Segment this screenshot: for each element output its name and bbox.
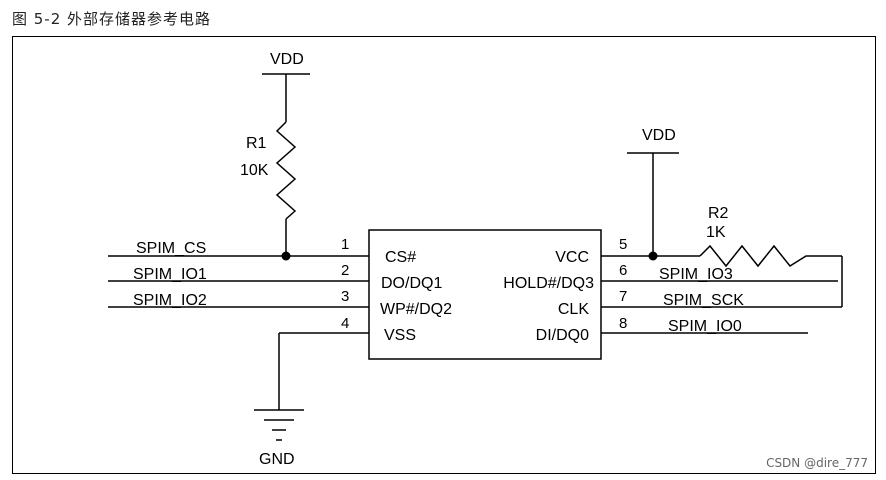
junction-dot-right (648, 251, 658, 261)
pin-4-label: VSS (384, 327, 416, 344)
net-spim-io0: SPIM_IO0 (668, 318, 742, 335)
r2-name: R2 (708, 205, 729, 222)
pin-4-number: 4 (341, 315, 349, 332)
pin-2-number: 2 (341, 262, 349, 279)
pin-8-label: DI/DQ0 (536, 327, 589, 344)
pin-1-label: CS# (385, 249, 416, 266)
figure-caption: 图 5-2 外部存储器参考电路 (12, 10, 212, 28)
pin-3-label: WP#/DQ2 (380, 301, 452, 318)
pin-6-label: HOLD#/DQ3 (503, 275, 594, 292)
r1-zigzag (275, 121, 297, 220)
pin-2-label: DO/DQ1 (381, 275, 442, 292)
net-spim-io3: SPIM_IO3 (659, 266, 733, 283)
schematic-frame (12, 36, 876, 474)
vdd-left-label: VDD (270, 51, 304, 68)
r1-value: 10K (240, 162, 269, 179)
chip-body (368, 229, 602, 360)
r2-zigzag (699, 244, 842, 268)
net-spim-sck: SPIM_SCK (663, 292, 744, 309)
pin-3-number: 3 (341, 288, 349, 305)
pin-8-number: 8 (619, 315, 627, 332)
vdd-right-label: VDD (642, 127, 676, 144)
r1-name: R1 (246, 135, 267, 152)
junction-dot-left (281, 251, 291, 261)
pin-5-number: 5 (619, 236, 627, 253)
net-spim-io2: SPIM_IO2 (133, 292, 207, 309)
pin-7-label: CLK (558, 301, 589, 318)
pin-5-label: VCC (555, 249, 589, 266)
watermark: CSDN @dire_777 (766, 456, 868, 470)
pin-7-number: 7 (619, 288, 627, 305)
r2-value: 1K (706, 224, 726, 241)
pin-6-number: 6 (619, 262, 627, 279)
net-spim-io1: SPIM_IO1 (133, 266, 207, 283)
pin-1-number: 1 (341, 236, 349, 253)
gnd-label: GND (259, 451, 295, 468)
net-spim-cs: SPIM_CS (136, 240, 206, 257)
